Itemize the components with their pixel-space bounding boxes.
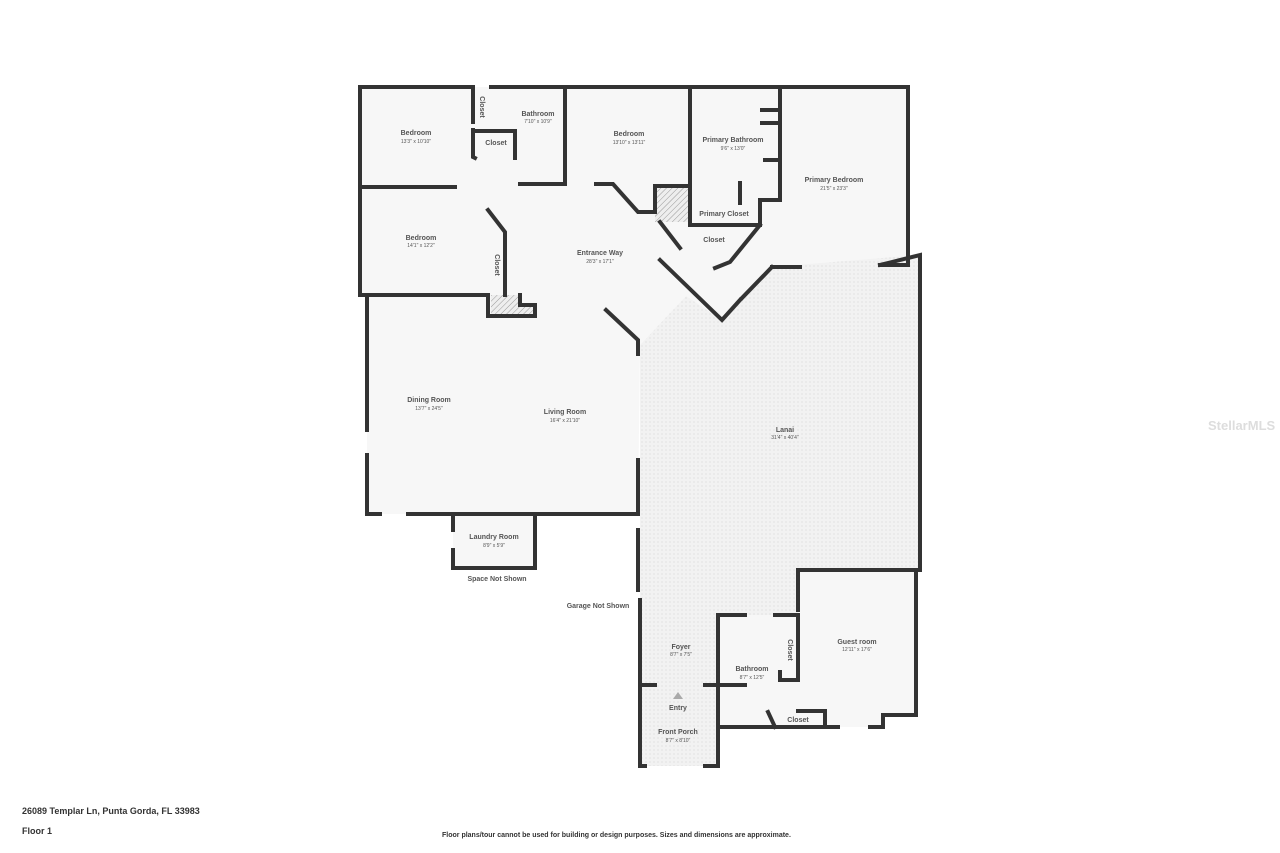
svg-text:8'7" x 7'5": 8'7" x 7'5" [670, 652, 692, 658]
svg-text:31'4" x 40'4": 31'4" x 40'4" [771, 435, 799, 441]
svg-text:Closet: Closet [786, 639, 793, 661]
svg-text:Primary Closet: Primary Closet [699, 211, 749, 218]
svg-text:Foyer: Foyer [671, 644, 690, 651]
room-bathroom-2: Bathroom 8'7" x 12'5" [735, 666, 768, 681]
room-dining-room: Dining Room 13'7" x 24'5" [407, 397, 451, 412]
svg-text:Closet: Closet [478, 96, 485, 118]
room-closet-2: Closet [485, 140, 507, 147]
svg-text:Bedroom: Bedroom [401, 130, 432, 137]
room-bedroom-1: Bedroom 13'3" x 10'10" [401, 130, 432, 145]
svg-text:Closet: Closet [485, 140, 507, 147]
room-closet-6: Closet [787, 717, 809, 724]
svg-text:14'1" x 12'2": 14'1" x 12'2" [407, 243, 435, 249]
svg-text:13'7" x 24'5": 13'7" x 24'5" [415, 406, 443, 412]
svg-text:Bedroom: Bedroom [614, 131, 645, 138]
svg-text:8'7" x 12'5": 8'7" x 12'5" [740, 675, 765, 681]
svg-text:Closet: Closet [703, 237, 725, 244]
svg-text:21'5" x 23'3": 21'5" x 23'3" [820, 186, 848, 192]
room-primary-bathroom: Primary Bathroom 9'6" x 13'0" [702, 137, 763, 152]
svg-text:Primary Bedroom: Primary Bedroom [805, 177, 864, 184]
svg-text:13'10" x 13'11": 13'10" x 13'11" [613, 140, 646, 146]
svg-text:28'3" x 17'1": 28'3" x 17'1" [586, 259, 614, 265]
svg-text:8'7" x 8'10": 8'7" x 8'10" [666, 738, 691, 744]
room-living-room: Living Room 16'4" x 21'10" [544, 409, 586, 424]
svg-text:16'4" x 21'10": 16'4" x 21'10" [550, 418, 580, 424]
svg-text:Entry: Entry [669, 705, 687, 712]
room-entrance-way: Entrance Way 28'3" x 17'1" [577, 250, 623, 265]
svg-text:7'10" x 10'9": 7'10" x 10'9" [524, 119, 552, 125]
room-entry: Entry [669, 705, 687, 712]
room-primary-bedroom: Primary Bedroom 21'5" x 23'3" [805, 177, 864, 192]
room-primary-closet: Primary Closet [699, 211, 749, 218]
address: 26089 Templar Ln, Punta Gorda, FL 33983 [22, 806, 200, 816]
disclaimer: Floor plans/tour cannot be used for buil… [442, 832, 791, 839]
svg-text:9'6" x 13'0": 9'6" x 13'0" [721, 146, 746, 152]
room-closet-3: Closet [703, 237, 725, 244]
svg-text:Closet: Closet [493, 254, 500, 276]
svg-text:Entrance Way: Entrance Way [577, 250, 623, 257]
svg-text:Closet: Closet [787, 717, 809, 724]
room-laundry-room: Laundry Room 8'9" x 5'9" [469, 534, 518, 549]
svg-text:Lanai: Lanai [776, 427, 794, 434]
floor-fill [360, 87, 920, 766]
svg-text:8'9" x 5'9": 8'9" x 5'9" [483, 543, 505, 549]
svg-text:Guest room: Guest room [837, 639, 876, 646]
room-closet-4: Closet [493, 254, 500, 276]
svg-text:Living Room: Living Room [544, 409, 586, 416]
floor-label: Floor 1 [22, 826, 53, 836]
svg-text:Bedroom: Bedroom [406, 235, 437, 242]
svg-text:Bathroom: Bathroom [521, 111, 554, 118]
svg-text:Bathroom: Bathroom [735, 666, 768, 673]
svg-text:Dining Room: Dining Room [407, 397, 451, 404]
svg-text:Laundry Room: Laundry Room [469, 534, 518, 541]
room-front-porch: Front Porch 8'7" x 8'10" [658, 729, 698, 744]
svg-text:Primary Bathroom: Primary Bathroom [702, 137, 763, 144]
watermark: StellarMLS [1208, 418, 1276, 433]
svg-text:Front Porch: Front Porch [658, 729, 698, 736]
svg-text:12'11" x 17'6": 12'11" x 17'6" [842, 647, 872, 653]
entry-arrow-icon [673, 692, 683, 699]
garage-not-shown-note: Garage Not Shown [567, 603, 630, 610]
svg-text:13'3" x 10'10": 13'3" x 10'10" [401, 139, 431, 145]
walls [358, 85, 922, 768]
space-not-shown-note: Space Not Shown [467, 576, 526, 583]
room-closet-1: Closet [478, 96, 485, 118]
room-bedroom-2: Bedroom 13'10" x 13'11" [613, 131, 646, 146]
room-closet-5: Closet [786, 639, 793, 661]
